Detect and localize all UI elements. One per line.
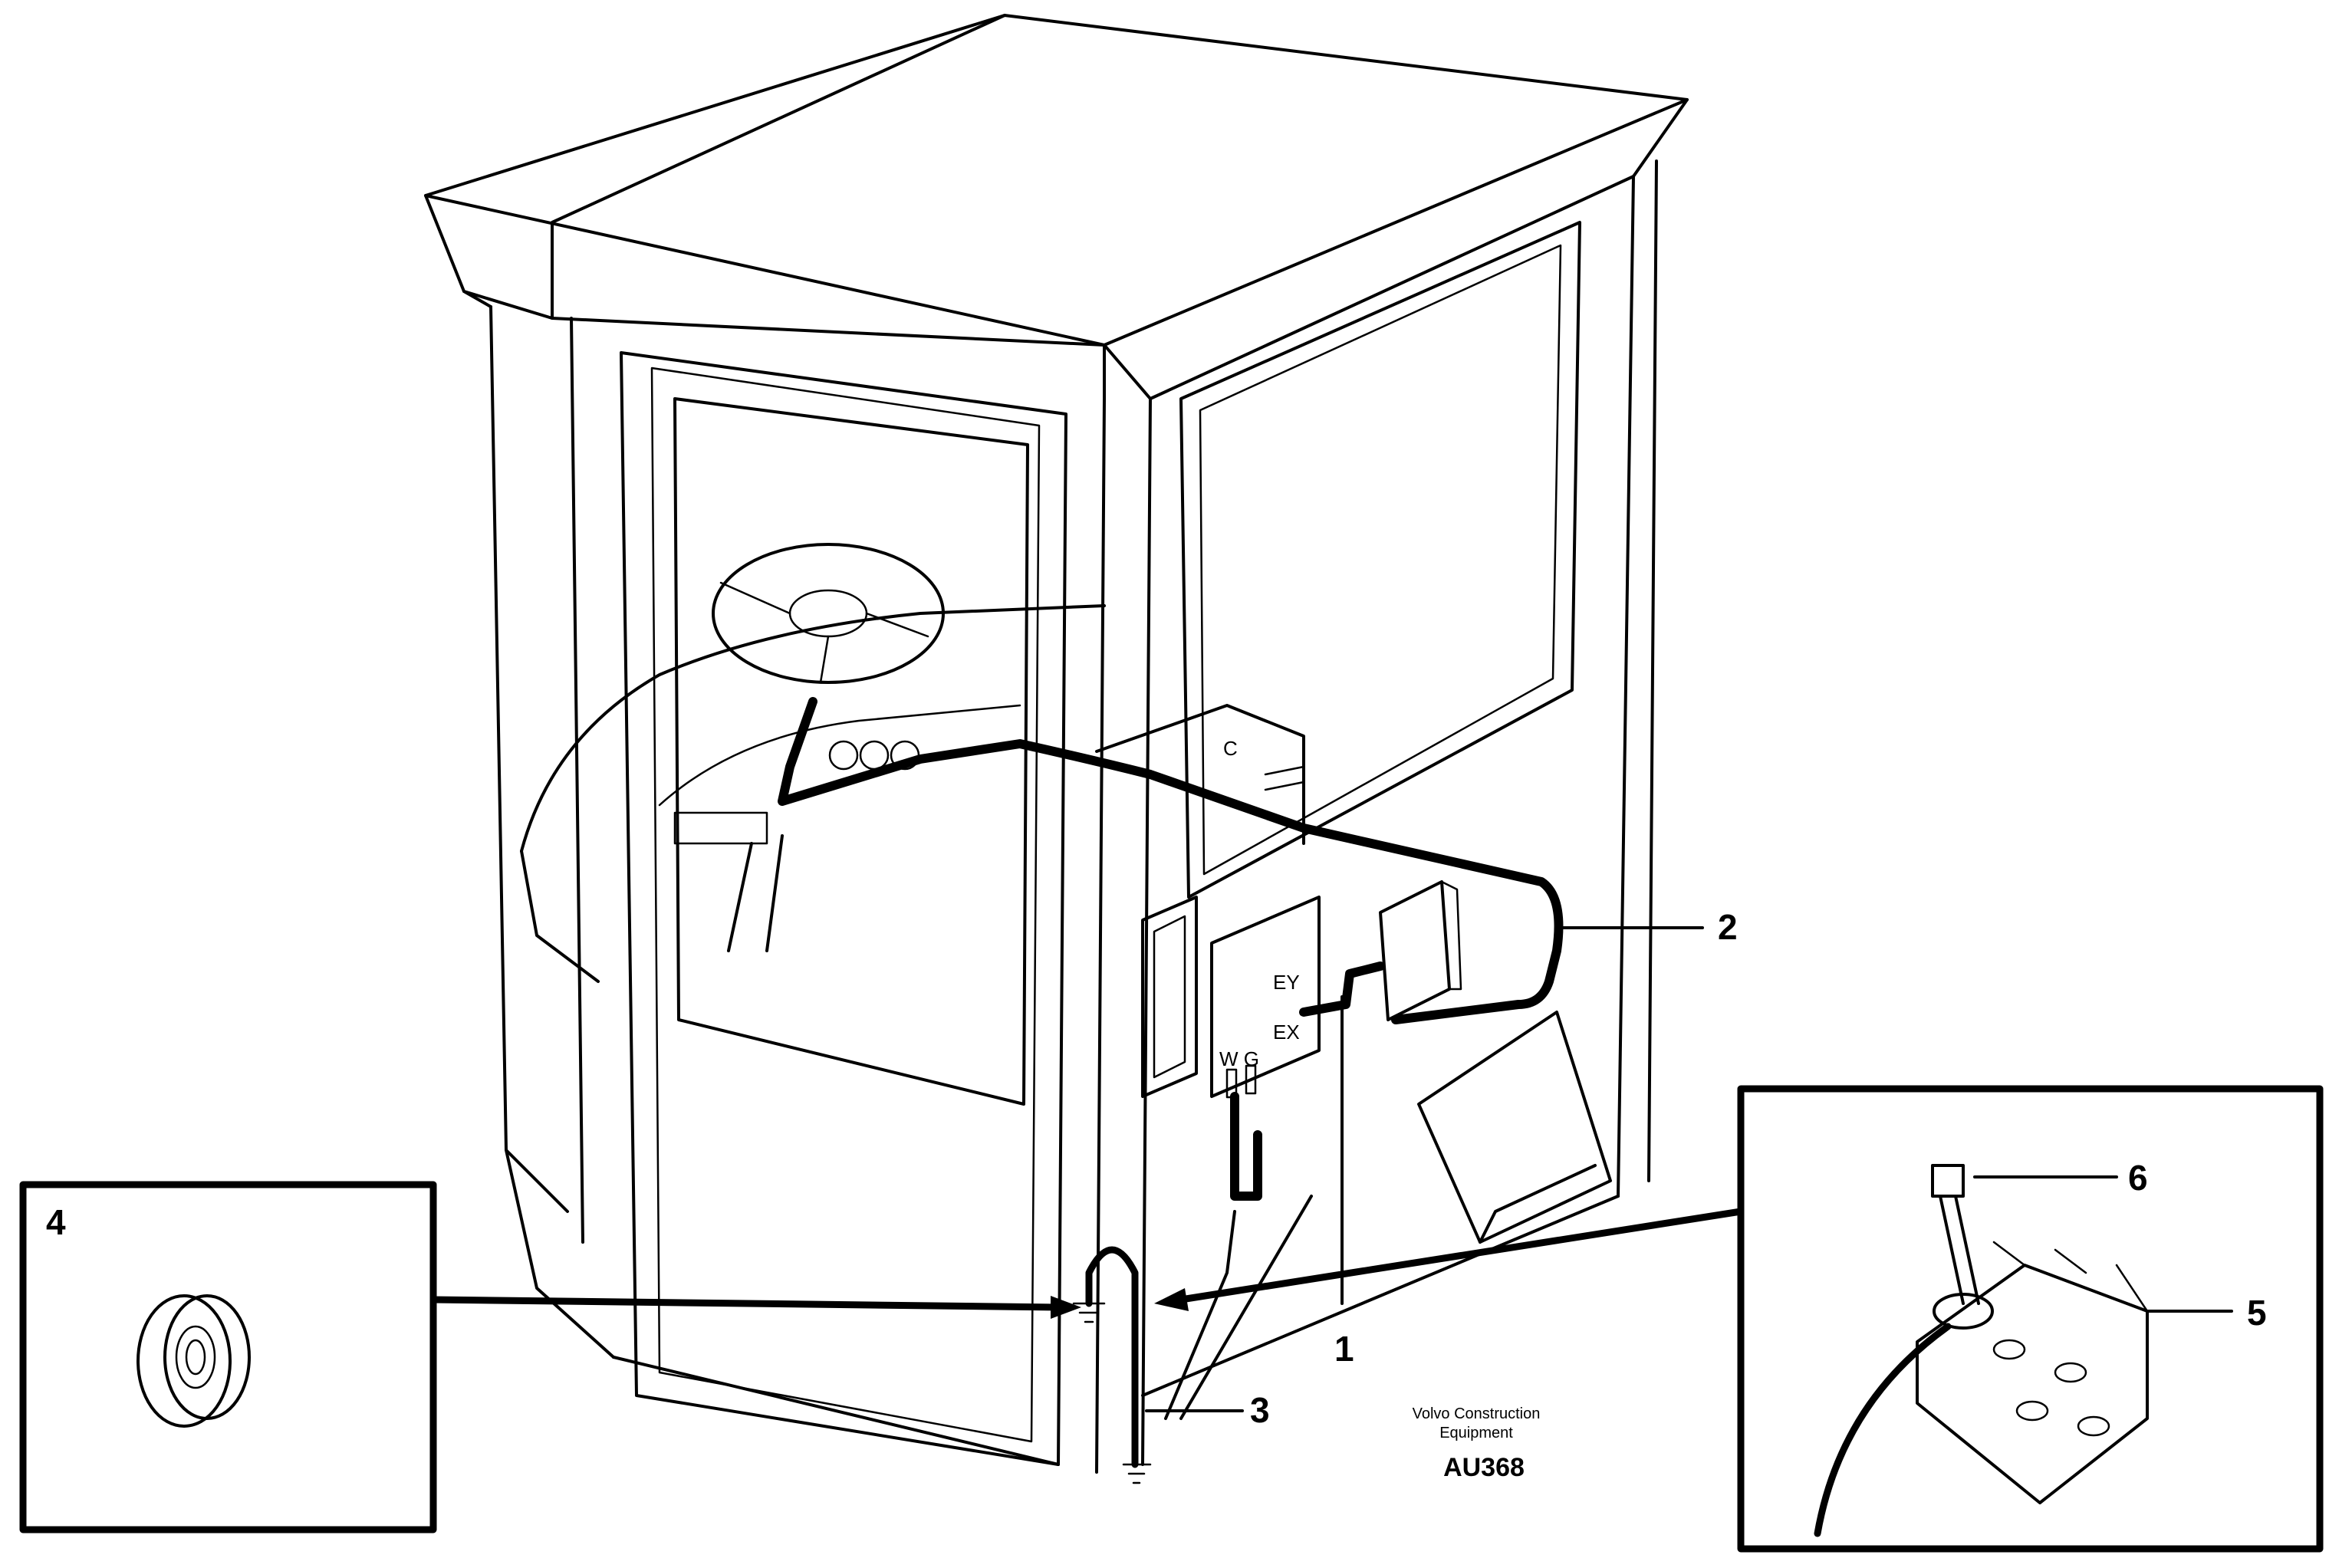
cab-body: C bbox=[424, 14, 1689, 1474]
panel-label-ey: EY bbox=[1273, 971, 1300, 994]
callout-2: 2 bbox=[1718, 907, 1738, 947]
callout-6: 6 bbox=[2128, 1158, 2148, 1198]
panel-label-wg: W G bbox=[1219, 1047, 1259, 1070]
electrical-panel: EY EX W G bbox=[1141, 896, 1321, 1099]
panel-label-ex: EX bbox=[1273, 1021, 1300, 1044]
callout-1: 1 bbox=[1334, 1329, 1354, 1369]
control-box bbox=[1379, 880, 1462, 1021]
callout-4: 4 bbox=[46, 1202, 66, 1242]
detail-box-ground-bracket bbox=[1737, 1085, 2324, 1553]
ground-symbol-upper bbox=[1072, 1302, 1106, 1323]
ground-symbol-lower bbox=[1122, 1463, 1152, 1484]
leader-arrows bbox=[429, 926, 2233, 1412]
wiring-harness bbox=[778, 697, 1564, 1201]
ground-strap bbox=[1072, 1195, 1313, 1484]
drawing-code: AU368 bbox=[1443, 1453, 1525, 1482]
detail-box-grommet bbox=[19, 1181, 437, 1533]
callout-3: 3 bbox=[1250, 1390, 1270, 1430]
brand-line-2: Equipment bbox=[1439, 1425, 1513, 1441]
brand-line-1: Volvo Construction bbox=[1413, 1405, 1541, 1422]
console-label-c: C bbox=[1223, 737, 1238, 760]
callout-5: 5 bbox=[2247, 1293, 2267, 1333]
